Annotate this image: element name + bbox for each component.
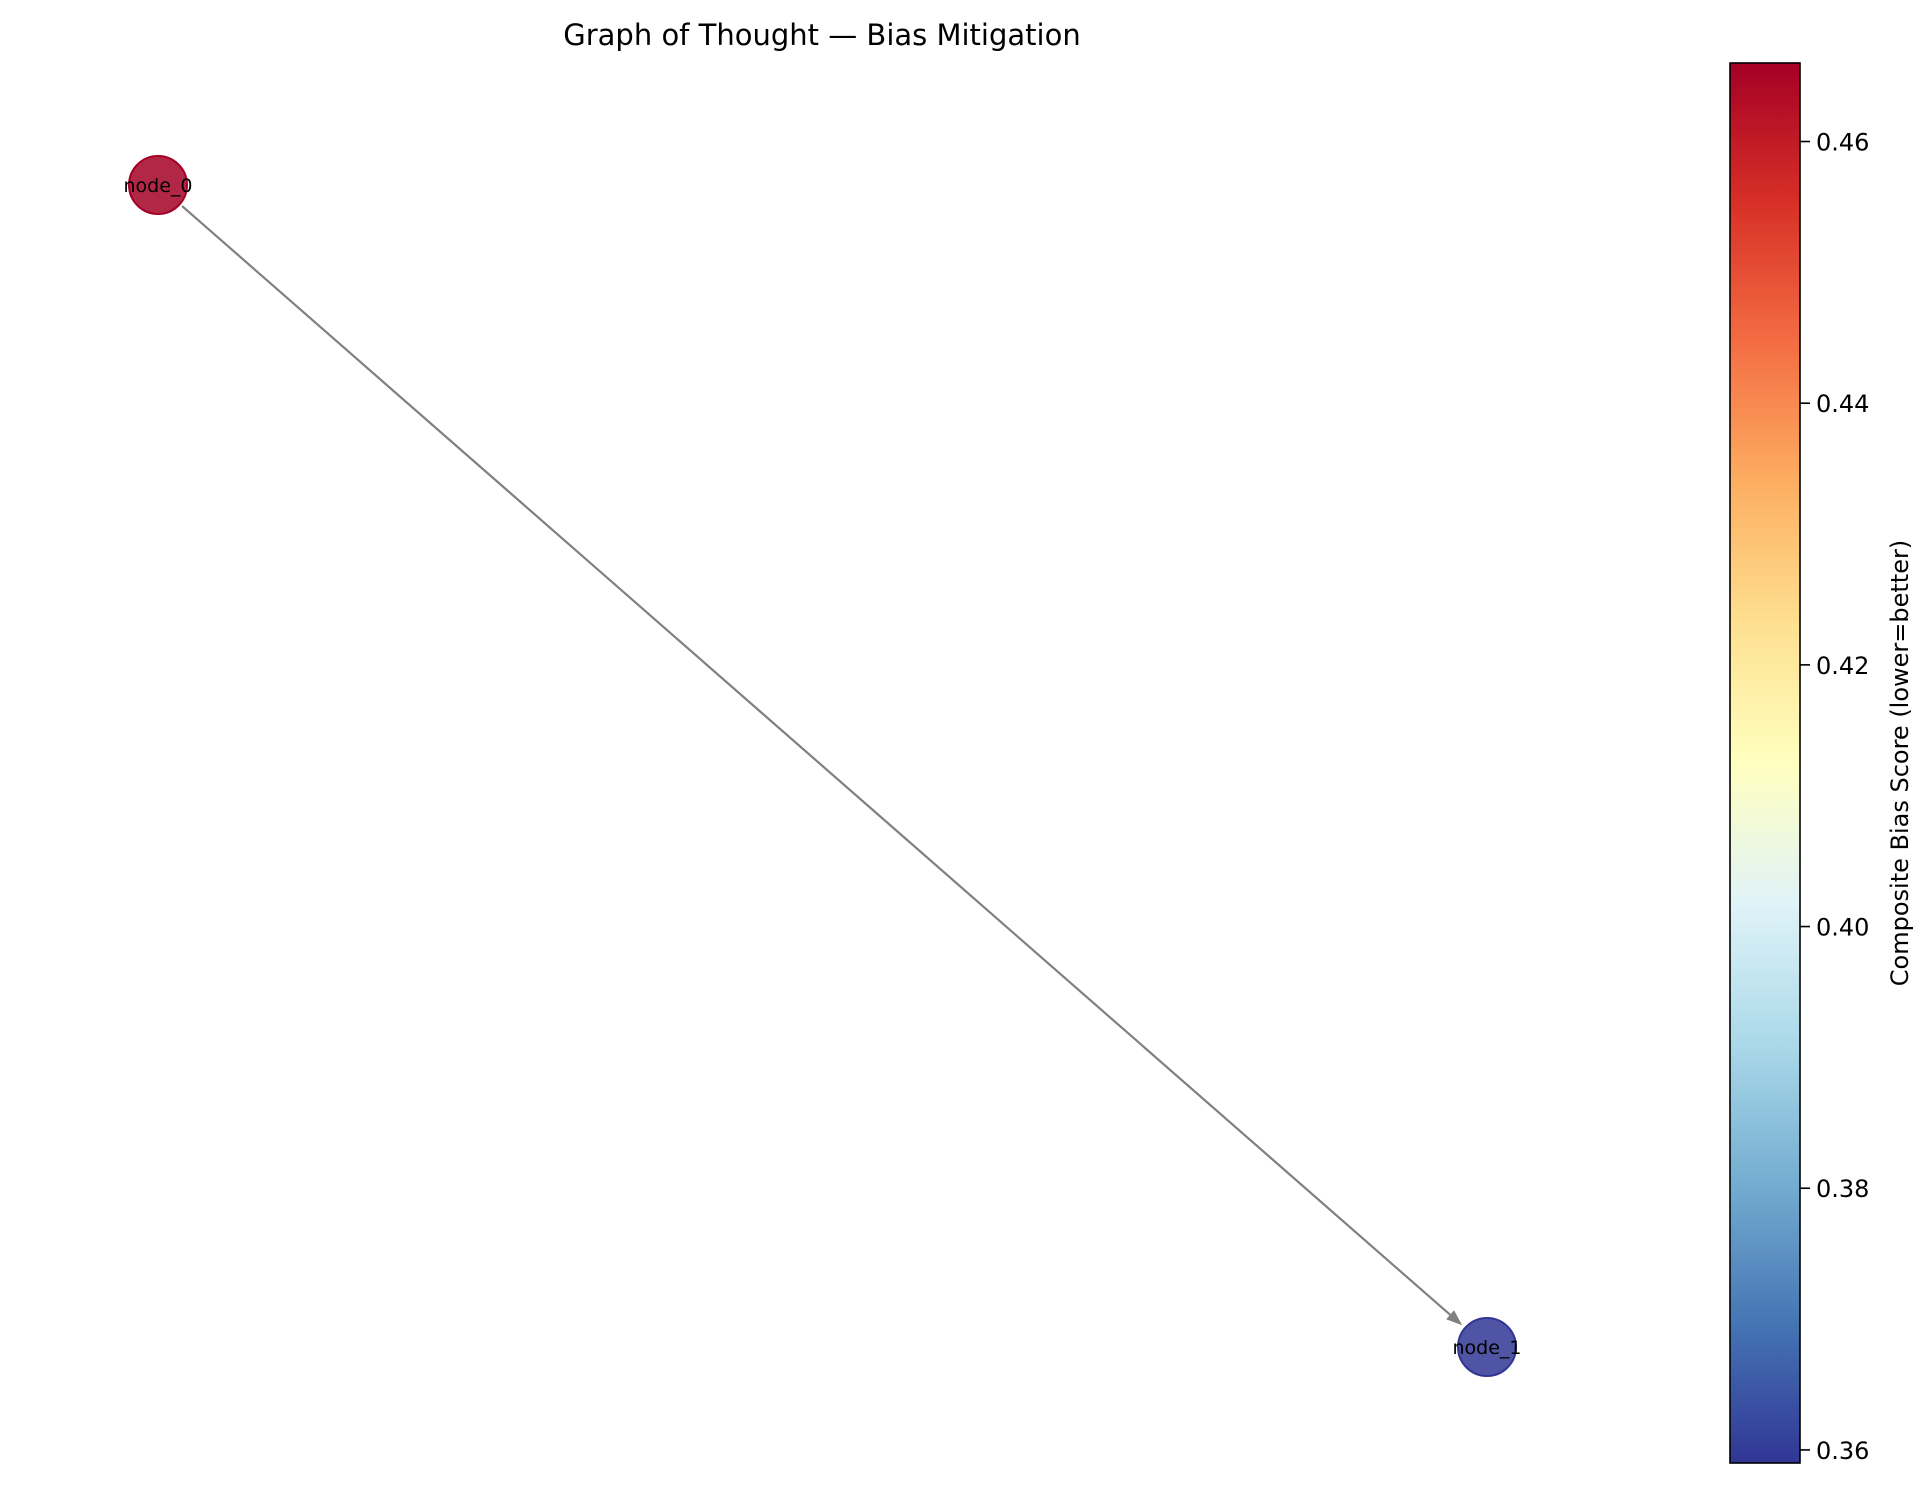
nodes-layer: node_0 node_1 bbox=[123, 155, 1522, 1377]
colorbar-tick-label: 0.40 bbox=[1816, 914, 1869, 942]
graph-node-node_1 bbox=[1457, 1317, 1517, 1377]
node-label: node_1 bbox=[1452, 1337, 1521, 1359]
graph-node-node_0 bbox=[128, 155, 188, 215]
colorbar-tick-label: 0.42 bbox=[1816, 652, 1869, 680]
edge-arrowhead bbox=[1446, 1310, 1463, 1326]
colorbar-tick-label: 0.44 bbox=[1816, 390, 1869, 418]
colorbar-frame bbox=[1729, 62, 1801, 1464]
colorbar-tick-label: 0.38 bbox=[1816, 1175, 1869, 1203]
edge-node_0-node_1 bbox=[181, 205, 1456, 1320]
edges-layer bbox=[181, 205, 1463, 1326]
colorbar-ticks: 0.36 0.38 0.40 0.42 0.44 0.46 bbox=[1800, 129, 1869, 1465]
colorbar-tick-label: 0.46 bbox=[1816, 129, 1869, 157]
colorbar-tick-label: 0.36 bbox=[1816, 1437, 1869, 1465]
colorbar-gradient bbox=[1730, 63, 1800, 1463]
colorbar: 0.36 0.38 0.40 0.42 0.44 0.46 Composite Bias … bbox=[1729, 62, 1914, 1465]
chart-title: Graph of Thought — Bias Mitigation bbox=[563, 18, 1080, 52]
node-label: node_0 bbox=[123, 175, 192, 197]
colorbar-label: Composite Bias Score (lower=better) bbox=[1886, 540, 1914, 986]
